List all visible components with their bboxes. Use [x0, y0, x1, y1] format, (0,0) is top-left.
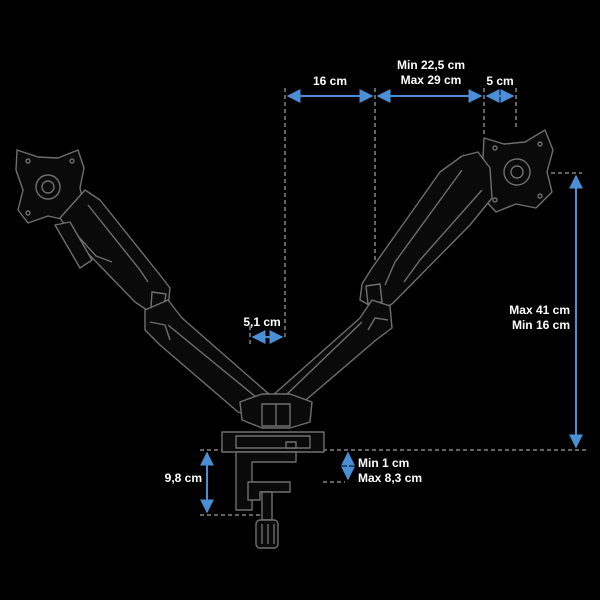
right-upper-arm	[359, 151, 493, 311]
label-top-span-min: Min 22,5 cm	[396, 58, 466, 72]
label-center-gap: 5,1 cm	[243, 315, 281, 329]
clamp-top-plate	[221, 431, 325, 453]
knob-icon	[255, 519, 279, 549]
label-desk-max: Max 8,3 cm	[358, 471, 423, 485]
label-top-span-max: Max 29 cm	[400, 73, 462, 87]
clamp-body	[235, 451, 297, 521]
label-height-max: Max 41 cm	[509, 303, 570, 317]
label-clamp-height: 9,8 cm	[164, 471, 202, 485]
label-desk-min: Min 1 cm	[358, 456, 410, 470]
monitor-arm-drawing	[15, 129, 554, 549]
label-top-offset: 16 cm	[312, 74, 348, 88]
center-hub	[239, 393, 313, 429]
left-upper-arm	[54, 189, 171, 313]
label-height-min: Min 16 cm	[511, 318, 570, 332]
label-vesa-offset: 5 cm	[486, 74, 514, 88]
dimension-arrows	[200, 89, 583, 514]
right-vesa-plate-icon	[482, 129, 554, 213]
